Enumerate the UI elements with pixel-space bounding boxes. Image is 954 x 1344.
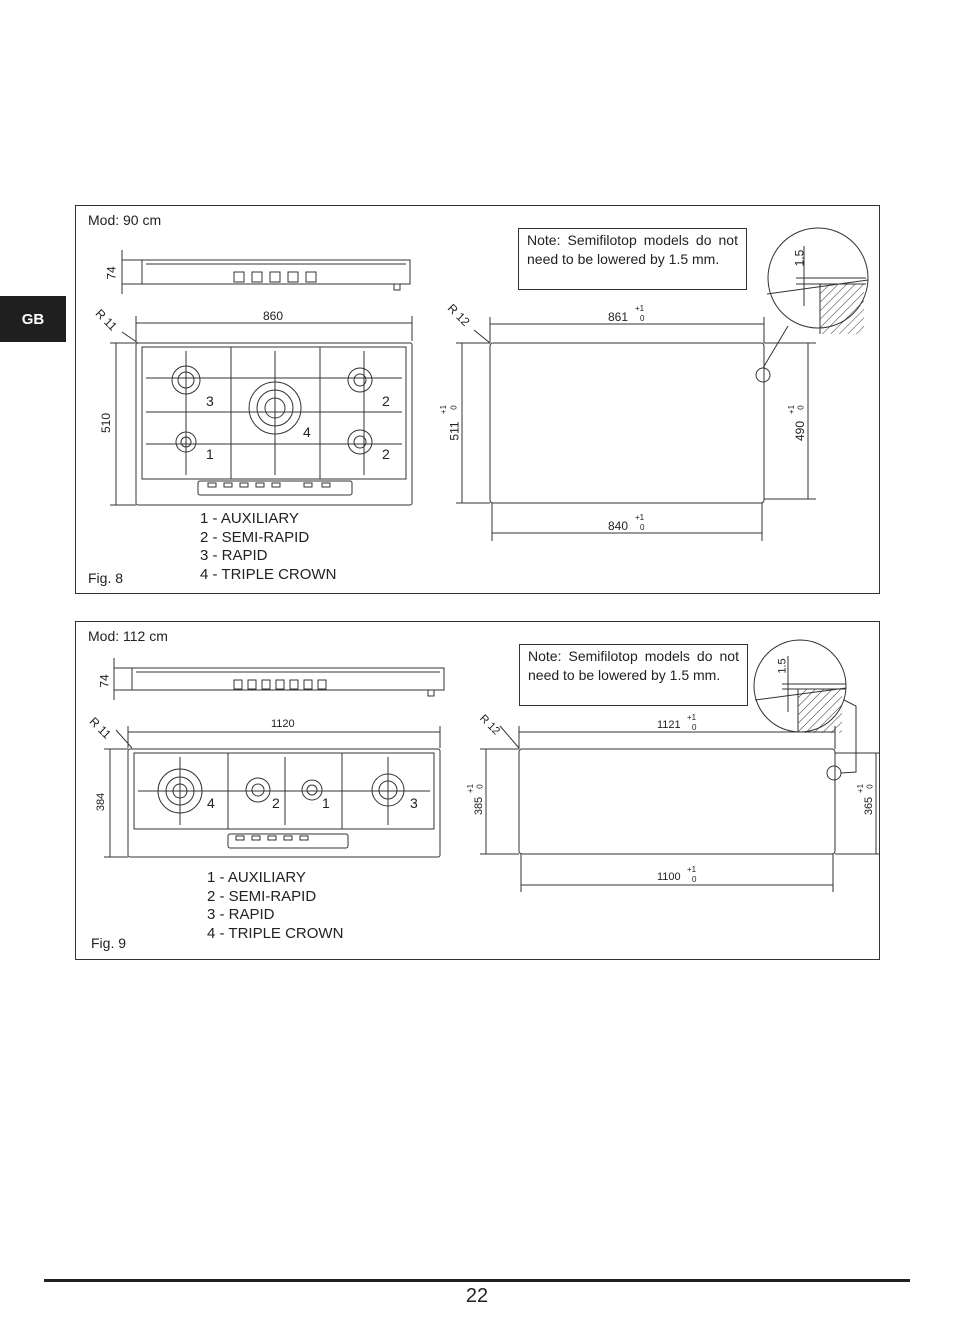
footer-rule — [44, 1279, 910, 1282]
burner-number: 1 — [206, 446, 214, 462]
tol-upper: +1 — [787, 404, 797, 415]
hob-side-view — [113, 658, 445, 700]
semifilotop-note: Note: Semifilotop models do not need to … — [518, 228, 747, 290]
dim-cut-left: 511 — [447, 421, 462, 441]
legend-item: 4 - TRIPLE CROWN — [207, 924, 344, 942]
tol-lower: 0 — [475, 784, 485, 789]
model-label: Mod: 90 cm — [88, 212, 162, 228]
figure-caption: Fig. 8 — [88, 570, 124, 586]
legend-item: 4 - TRIPLE CROWN — [200, 565, 337, 583]
legend-item: 1 - AUXILIARY — [207, 869, 306, 886]
dim-width-hob: 1120 — [271, 718, 295, 730]
figure-9: Mod: 112 cm Note: Semifilotop models do … — [75, 621, 880, 960]
cutout-rectangle — [489, 342, 765, 504]
figure-8-drawing — [110, 227, 869, 541]
legend-item: 2 - SEMI-RAPID — [207, 887, 317, 905]
burner-legend: 1 - AUXILIARY 2 - SEMI-RAPID 3 - RAPID 4… — [200, 510, 336, 584]
dim-height: 74 — [104, 266, 119, 280]
burner-number: 3 — [410, 795, 418, 811]
legend-item: 2 - SEMI-RAPID — [200, 528, 310, 546]
burner-number: 2 — [382, 446, 390, 462]
burner-number: 2 — [382, 393, 390, 409]
tol-lower: 0 — [865, 784, 875, 789]
burner-legend: 1 - AUXILIARY 2 - SEMI-RAPID 3 - RAPID 4… — [207, 869, 343, 943]
tol-upper: +1 — [635, 513, 645, 522]
dim-height: 74 — [97, 674, 112, 688]
tol-upper: +1 — [856, 783, 866, 794]
cutout-rectangle — [518, 748, 836, 855]
dim-width-hob: 860 — [263, 309, 284, 323]
page-number: 22 — [465, 1285, 489, 1307]
tol-upper: +1 — [687, 865, 697, 874]
burner-number: 4 — [303, 424, 311, 440]
tol-upper: +1 — [439, 404, 449, 415]
dim-cut-bottom: 840 — [608, 519, 629, 533]
tol-lower: 0 — [692, 723, 697, 732]
tol-lower: 0 — [796, 405, 806, 410]
dim-cut-right: 365 — [863, 796, 876, 816]
language-tab: GB — [0, 296, 66, 342]
legend-item: 3 - RAPID — [200, 547, 268, 564]
dim-depth-hob: 384 — [95, 792, 108, 812]
tol-lower: 0 — [692, 875, 697, 884]
dim-cut-top: 1121 — [657, 719, 681, 731]
detail-magnifier — [762, 227, 869, 369]
hob-top-view — [135, 342, 413, 506]
hob-top-view — [127, 748, 441, 858]
legend-item: 1 - AUXILIARY — [200, 510, 299, 527]
dim-cut-top: 861 — [608, 310, 629, 324]
figure-8: Mod: 90 cm Note: Semifilotop models do n… — [75, 205, 880, 594]
figure-caption: Fig. 9 — [91, 935, 127, 951]
tol-lower: 0 — [449, 405, 459, 410]
semifilotop-note: Note: Semifilotop models do not need to … — [519, 644, 748, 706]
tol-upper: +1 — [466, 783, 476, 794]
figure-9-drawing — [104, 639, 879, 892]
model-label: Mod: 112 cm — [88, 628, 168, 644]
dim-cut-right: 490 — [793, 420, 808, 442]
dim-depth-hob: 510 — [99, 412, 114, 434]
burner-number: 2 — [272, 795, 280, 811]
tol-upper: +1 — [635, 304, 645, 313]
hob-side-view — [121, 250, 411, 294]
burner-number: 4 — [207, 795, 215, 811]
dim-lowering: 1.5 — [776, 658, 789, 674]
detail-magnifier — [753, 639, 857, 774]
tol-lower: 0 — [640, 314, 645, 323]
burner-number: 1 — [322, 795, 330, 811]
tol-lower: 0 — [640, 523, 645, 532]
burner-number: 3 — [206, 393, 214, 409]
dim-cut-left: 385 — [473, 796, 486, 816]
dim-cut-bottom: 1100 — [657, 871, 681, 883]
tol-upper: +1 — [687, 713, 697, 722]
dim-lowering: 1.5 — [792, 249, 807, 267]
legend-item: 3 - RAPID — [207, 906, 275, 923]
